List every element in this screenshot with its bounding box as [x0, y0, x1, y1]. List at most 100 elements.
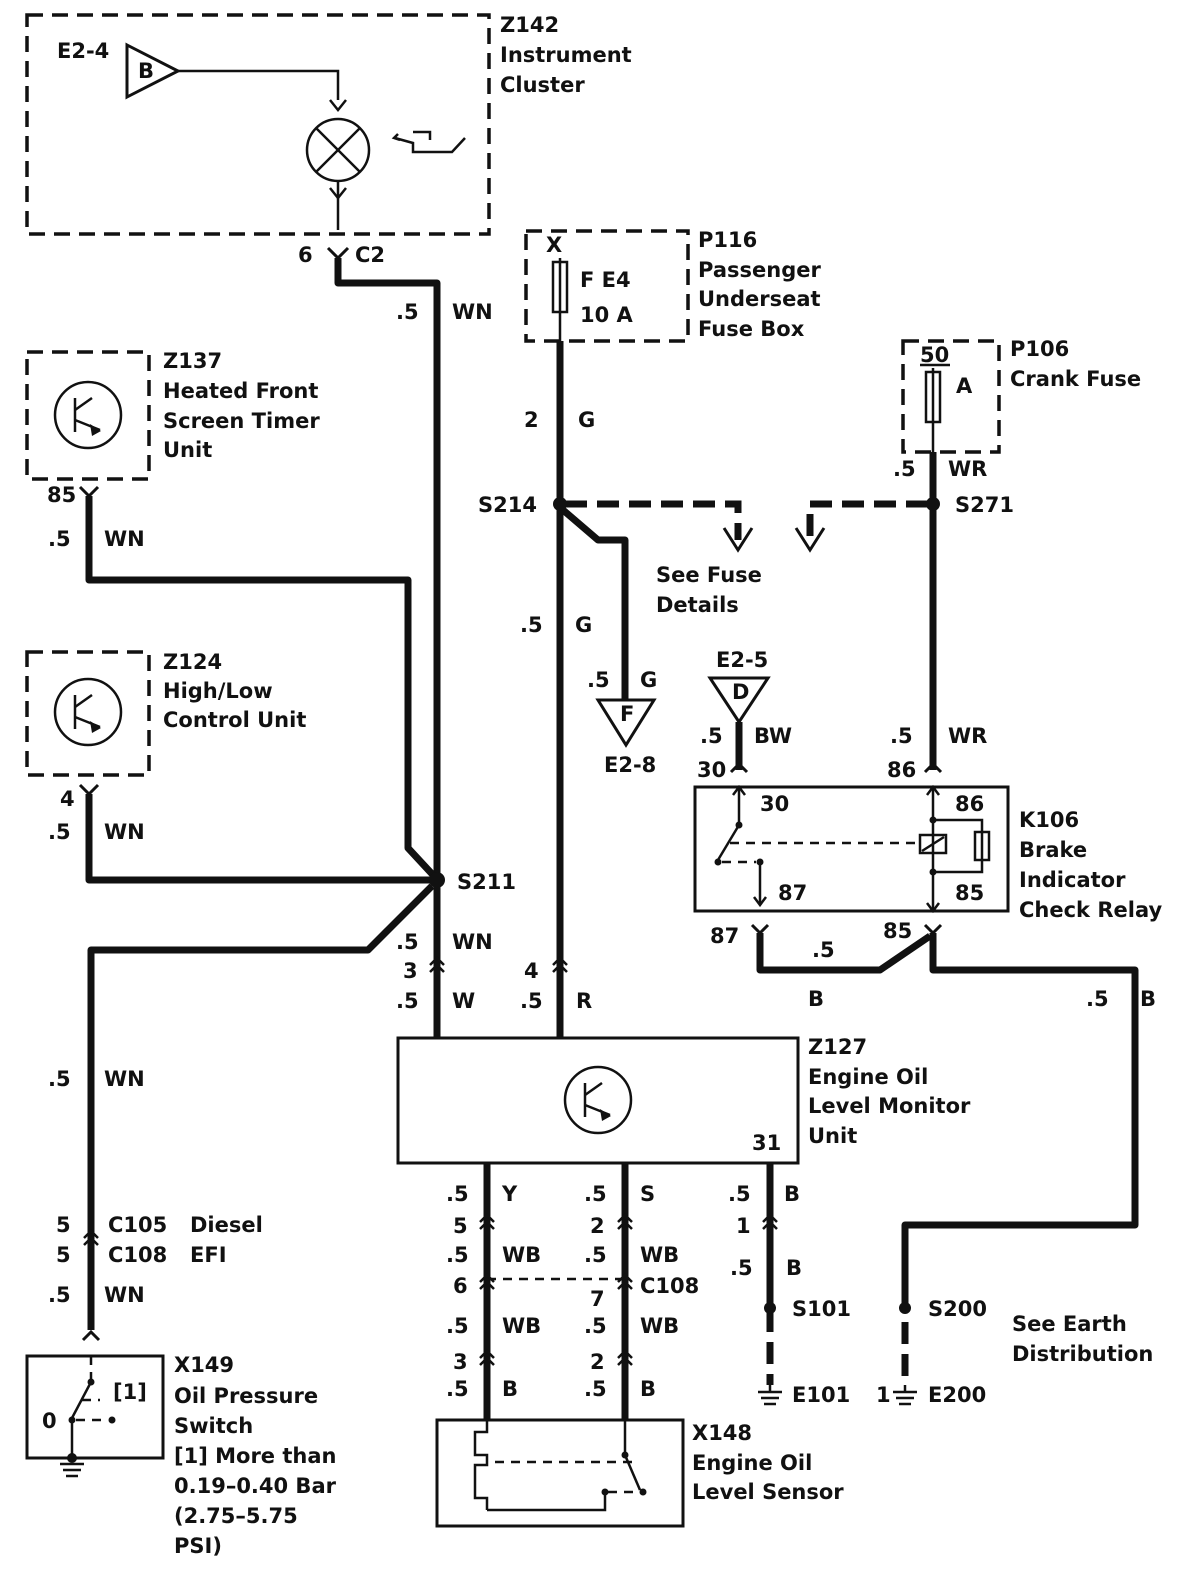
wire-color-y: Y [501, 1182, 518, 1206]
note-line-4: PSI) [174, 1534, 222, 1558]
inline-connector [83, 1229, 99, 1246]
label-engine-oil: Engine Oil [692, 1451, 812, 1475]
pin-5: 5 [453, 1214, 468, 1238]
pin-1: 1 [736, 1214, 751, 1238]
wire-size: .5 [584, 1314, 607, 1338]
pin-87: 87 [710, 924, 739, 948]
wire-size: .5 [446, 1243, 469, 1267]
wire-color-wr: WR [948, 724, 987, 748]
label-x148: X148 [692, 1421, 752, 1445]
wire-color-wn: WN [104, 1283, 145, 1307]
label-control-unit: Control Unit [163, 708, 306, 732]
wire-color-s: S [640, 1182, 655, 1206]
label-x149: X149 [174, 1353, 234, 1377]
distribution-label: Distribution [1012, 1342, 1153, 1366]
pin-6: 6 [453, 1274, 468, 1298]
c108-desc: EFI [190, 1243, 227, 1267]
label-p116: P116 [698, 228, 757, 252]
label-cluster: Cluster [500, 73, 585, 97]
pin-86: 86 [887, 758, 916, 782]
wire-color-b: B [502, 1377, 518, 1401]
fuse-rating: 10 A [580, 303, 634, 327]
details-label: Details [656, 593, 739, 617]
see-earth-label: See Earth [1012, 1312, 1127, 1336]
wire-size: .5 [520, 613, 543, 637]
high-low-control-z124: Z124 High/Low Control Unit [25, 650, 306, 777]
wire-color-w: W [452, 989, 475, 1013]
wire-color-wb: WB [640, 1243, 679, 1267]
tag-d: D [732, 680, 749, 704]
wire-color-b: B [808, 987, 824, 1011]
wire-size: .5 [700, 724, 723, 748]
label-screen-timer: Screen Timer [163, 409, 320, 433]
ground-icon [893, 1385, 917, 1406]
wire-size: .5 [396, 989, 419, 1013]
wire-color-g: G [578, 408, 595, 432]
heated-screen-timer-z137: Z137 Heated Front Screen Timer Unit [25, 349, 320, 481]
relay-pin-30: 30 [760, 792, 789, 816]
relay-coil-icon [918, 833, 948, 855]
label-k106: K106 [1019, 808, 1079, 832]
oil-pressure-switch-x149: 0 [1] [25, 1354, 165, 1460]
oil-level-sensor-x148: X148 Engine Oil Level Sensor [435, 1418, 844, 1528]
label-unit: Unit [808, 1124, 857, 1148]
inline-connector [479, 1273, 633, 1290]
label-passenger: Passenger [698, 258, 821, 282]
c108-pin: 5 [56, 1243, 71, 1267]
z127-pin-31: 31 [752, 1131, 781, 1155]
splice-s101: S101 [792, 1297, 851, 1321]
ref-e2-8-triangle [595, 698, 657, 748]
switch-note-tag: [1] [113, 1380, 147, 1404]
wire-size: .5 [1086, 987, 1109, 1011]
pin-85: 85 [883, 919, 912, 943]
wire-color-wn: WN [104, 820, 145, 844]
wire-size: .5 [730, 1256, 753, 1280]
splice-s271: S271 [955, 493, 1014, 517]
wire-size: .5 [48, 820, 71, 844]
wire-color-wb: WB [502, 1314, 541, 1338]
wire-color-b: B [786, 1256, 802, 1280]
wire-color-r: R [576, 989, 592, 1013]
label-fuse-box: Fuse Box [698, 317, 805, 341]
note-line-3: (2.75–5.75 [174, 1504, 298, 1528]
fuse-e4: F E4 [580, 268, 631, 292]
crank-fuse-p106: 50 A P106 Crank Fuse [901, 337, 1141, 455]
label-indicator: Indicator [1019, 868, 1126, 892]
label-level-monitor: Level Monitor [808, 1094, 971, 1118]
relay-pin-86: 86 [955, 792, 984, 816]
c105-desc: Diesel [190, 1213, 263, 1237]
wire-size: .5 [446, 1314, 469, 1338]
splice-s211: S211 [457, 870, 516, 894]
splice-s200: S200 [928, 1297, 987, 1321]
wire-color-g: G [640, 668, 657, 692]
transistor-icon [53, 677, 123, 747]
ref-e2-5: E2-5 [716, 648, 768, 672]
label-underseat: Underseat [698, 287, 821, 311]
wire-size: .5 [584, 1182, 607, 1206]
pin-3: 3 [403, 959, 418, 983]
inline-connector [479, 1213, 778, 1230]
wire-color-wb: WB [502, 1243, 541, 1267]
wire-size: .5 [396, 300, 419, 324]
resistor-icon [973, 830, 991, 862]
splice-s214: S214 [478, 493, 537, 517]
connector-c108: C108 [640, 1274, 699, 1298]
inline-connector [429, 956, 445, 973]
label-z142: Z142 [500, 13, 559, 37]
ground-e101: E101 [792, 1383, 850, 1407]
ground-e200: E200 [928, 1383, 986, 1407]
ground-icon [758, 1385, 782, 1406]
wire-size: .5 [728, 1182, 751, 1206]
wire-color-b: B [640, 1377, 656, 1401]
ground-pin-1: 1 [876, 1383, 891, 1407]
ref-e2-4: E2-4 [57, 39, 109, 63]
pin-3: 3 [453, 1350, 468, 1374]
ref-e2-5-triangle [707, 676, 771, 725]
switch-state-0: 0 [42, 1409, 57, 1433]
c2-label: C2 [355, 243, 385, 267]
oil-level-monitor-z127: 31 Z127 Engine Oil Level Monitor Unit [396, 1035, 971, 1165]
c105-pin: 5 [56, 1213, 71, 1237]
wire-color-b: B [784, 1182, 800, 1206]
wire-color-wn: WN [452, 930, 493, 954]
relay-pin-87: 87 [778, 881, 807, 905]
